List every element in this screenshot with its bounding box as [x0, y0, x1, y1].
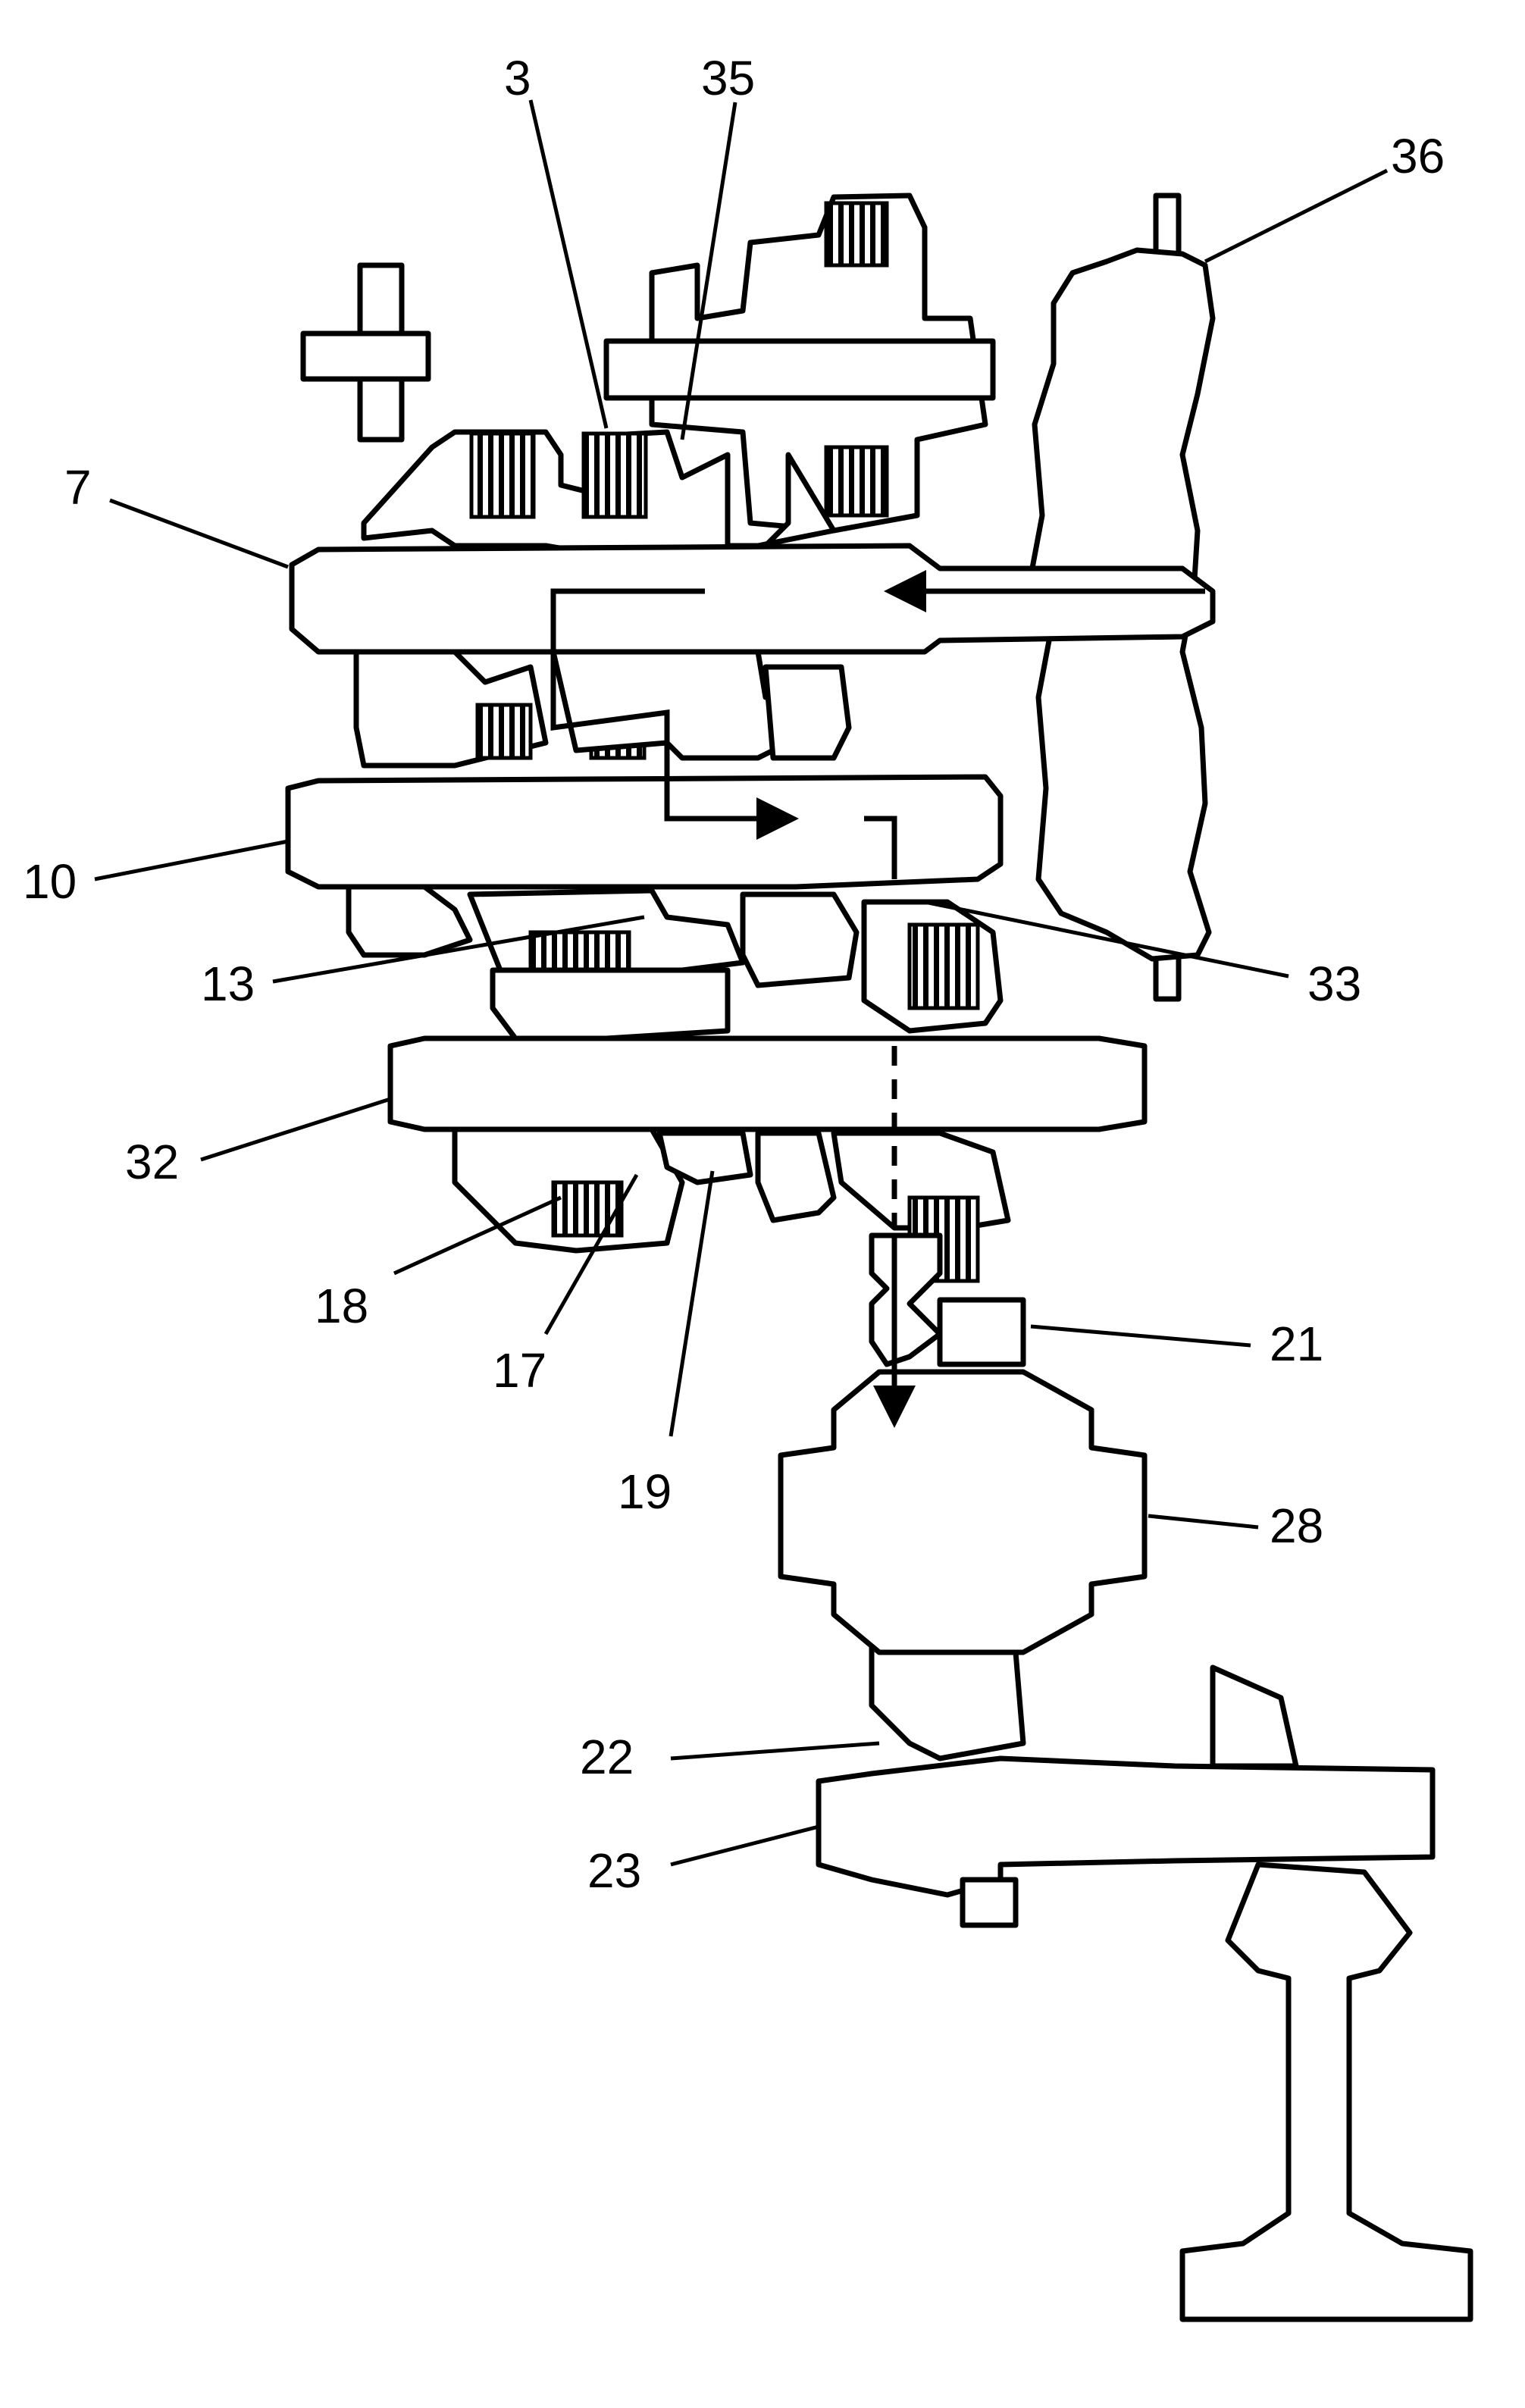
input-shaft-assembly: [289, 429, 1216, 769]
transfer-gears: [869, 1232, 1026, 1761]
callout-10: 10: [23, 854, 77, 909]
callout-labels: 3 35 36 7 10 13 33 32 18 17 19 21 28 22 …: [23, 51, 1445, 1898]
upper-gear: [300, 262, 431, 443]
output-shaft-assembly: [387, 1035, 1148, 1283]
callout-35: 35: [701, 51, 755, 105]
callout-13: 13: [201, 957, 255, 1011]
callout-7: 7: [64, 460, 92, 515]
callout-21: 21: [1270, 1317, 1323, 1371]
differential: [778, 1369, 1148, 1655]
callout-36: 36: [1391, 129, 1445, 183]
callout-19: 19: [618, 1464, 672, 1519]
callout-17: 17: [493, 1343, 546, 1398]
callout-28: 28: [1270, 1498, 1323, 1553]
callout-32: 32: [125, 1135, 179, 1189]
callout-33: 33: [1307, 957, 1361, 1011]
callout-22: 22: [580, 1730, 634, 1784]
leader-lines: [94, 99, 1389, 1867]
callout-18: 18: [315, 1279, 368, 1333]
callout-3: 3: [504, 51, 531, 105]
countershaft-assembly: [285, 774, 1004, 1041]
axle-assembly: [816, 1664, 1473, 2322]
upper-clutch-assembly: [603, 193, 996, 534]
power-flow-path: [550, 570, 1205, 1428]
callout-23: 23: [587, 1843, 641, 1898]
